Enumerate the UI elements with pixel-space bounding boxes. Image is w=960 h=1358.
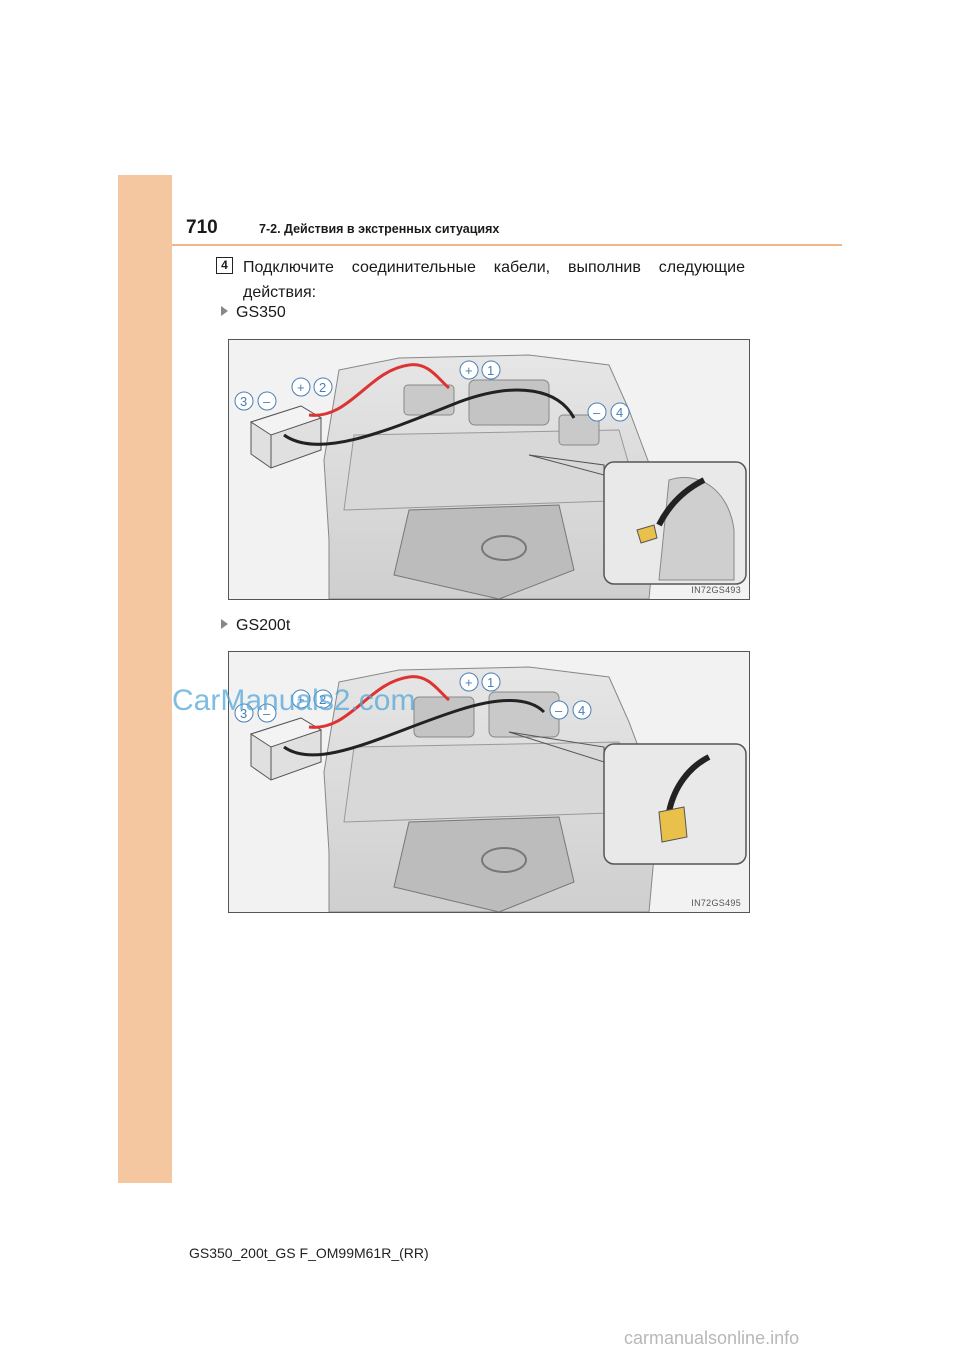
ground-terminal-icon [658,806,688,843]
svg-text:2: 2 [319,380,326,395]
step-line-1: Подключите соединительные кабели, выполн… [243,255,745,280]
engine-bay-diagram: + 1 + 2 3 – – 4 [229,340,749,599]
svg-text:+: + [297,380,305,395]
engine-bay-diagram: + 1 + 2 3 – – 4 [229,652,749,912]
pointer-arrow-icon [666,754,711,813]
negative-cable [283,388,576,446]
pointer-arrow-icon [656,477,706,527]
callout-4: – 4 [549,700,592,720]
svg-text:–: – [263,394,271,409]
detail-inset [603,743,747,865]
callout-2: + 2 [291,689,333,709]
illustration-gs350: + 1 + 2 3 – – 4 IN72GS493 [228,339,750,600]
callout-1: + 1 [459,360,501,380]
callout-2: + 2 [291,377,333,397]
model-label-gs350: GS350 [221,304,286,322]
negative-cable [283,699,546,757]
svg-text:+: + [297,692,305,707]
svg-text:+: + [465,363,473,378]
svg-text:–: – [593,405,601,420]
footer-document-code: GS350_200t_GS F_OM99M61R_(RR) [189,1245,429,1261]
svg-text:4: 4 [578,703,585,718]
callout-4: – 4 [587,402,630,422]
svg-text:+: + [465,675,473,690]
callout-1: + 1 [459,672,501,692]
svg-text:–: – [555,703,563,718]
bullet-arrow-icon [221,619,228,629]
model-name: GS350 [236,304,286,321]
figure-code: IN72GS495 [691,898,741,908]
ground-terminal-icon [636,524,658,544]
callout-3: 3 – [234,391,277,411]
model-label-gs200t: GS200t [221,617,290,635]
svg-text:4: 4 [616,405,623,420]
word: кабели, [493,259,551,276]
step-instruction: Подключите соединительные кабели, выполн… [243,255,745,305]
page-number: 710 [186,217,218,238]
header-divider [172,244,842,246]
svg-text:2: 2 [319,692,326,707]
footer-site-watermark: carmanualsonline.info [624,1328,800,1348]
positive-cable [308,675,450,729]
step-line-2: действия: [243,284,317,301]
lexus-emblem-icon [481,535,527,561]
svg-text:1: 1 [487,363,494,378]
chapter-sidebar-tab [118,175,172,1183]
svg-text:1: 1 [487,675,494,690]
word: соединительные [351,259,476,276]
callout-3: 3 – [234,703,277,723]
word: следующие [658,259,745,276]
lexus-emblem-icon [481,847,527,873]
positive-cable [308,363,450,417]
illustration-gs200t: + 1 + 2 3 – – 4 IN72GS495 [228,651,750,913]
step-number-badge: 4 [216,257,233,274]
watermark-text: CarManuals2.com [172,684,416,717]
word: Подключите [243,259,334,276]
section-title: 7-2. Действия в экстренных ситуациях [259,222,500,236]
model-name: GS200t [236,617,291,634]
svg-text:3: 3 [240,706,247,721]
bullet-arrow-icon [221,306,228,316]
figure-code: IN72GS493 [691,585,741,595]
svg-text:3: 3 [240,394,247,409]
word: выполнив [568,259,641,276]
svg-text:–: – [263,706,271,721]
